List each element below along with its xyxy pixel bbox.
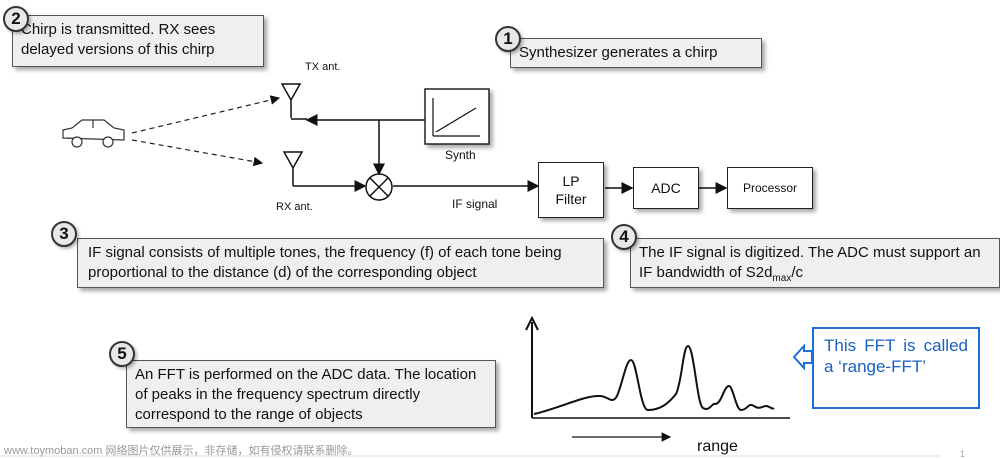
step-3-text: IF signal consists of multiple tones, th… — [88, 244, 562, 281]
step-2-badge: 2 — [3, 6, 29, 32]
page-number: 1 — [960, 449, 966, 459]
step-3-badge: 3 — [51, 221, 77, 247]
arrow-left-icon — [792, 343, 813, 371]
spectrum-curve — [533, 344, 775, 415]
range-axis-label: range — [697, 438, 738, 455]
lp-filter-block: LP Filter — [538, 162, 604, 218]
step-5-text: An FFT is performed on the ADC data. The… — [135, 366, 477, 423]
step-5-badge: 5 — [109, 341, 135, 367]
step-4-callout: The IF signal is digitized. The ADC must… — [630, 238, 1000, 288]
step-1-text: Synthesizer generates a chirp — [519, 44, 718, 61]
processor-label: Processor — [742, 181, 798, 195]
lp-filter-label: LP Filter — [555, 173, 587, 207]
step-3-callout: IF signal consists of multiple tones, th… — [77, 238, 604, 288]
processor-block: Processor — [727, 167, 813, 209]
step-5-callout: An FFT is performed on the ADC data. The… — [126, 360, 496, 428]
tx-antenna-icon — [280, 83, 302, 118]
mixer-icon — [365, 173, 393, 201]
step-1-callout: Synthesizer generates a chirp — [510, 38, 762, 68]
step-4-text: The IF signal is digitized. The ADC must… — [639, 244, 981, 281]
range-spectrum-plot — [525, 315, 790, 442]
step-1-badge: 1 — [495, 26, 521, 52]
rx-wave-dashed — [131, 139, 264, 167]
step-4-subscript: max — [772, 273, 792, 284]
car-icon — [62, 119, 125, 148]
step-2-text: Chirp is transmitted. RX sees delayed ve… — [21, 21, 216, 58]
range-fft-note: This FFT is called a ‘range-FFT’ — [812, 327, 980, 409]
tx-antenna-label: TX ant. — [305, 61, 341, 73]
if-signal-label: IF signal — [452, 197, 498, 211]
rx-antenna-icon — [282, 151, 304, 186]
adc-block: ADC — [633, 167, 699, 209]
watermark-text: www.toymoban.com 网络图片仅供展示，非存储，如有侵权请联系删除。 — [4, 445, 359, 457]
chirp-ramp-icon — [432, 98, 480, 137]
rx-antenna-label: RX ant. — [276, 201, 313, 213]
step-4-text-end: /c — [791, 264, 803, 281]
step-4-badge: 4 — [611, 224, 637, 250]
adc-label: ADC — [651, 180, 681, 196]
tx-wave-dashed — [131, 95, 281, 134]
synth-block — [424, 88, 490, 145]
synth-label: Synth — [445, 148, 476, 162]
step-2-callout: Chirp is transmitted. RX sees delayed ve… — [12, 15, 264, 67]
